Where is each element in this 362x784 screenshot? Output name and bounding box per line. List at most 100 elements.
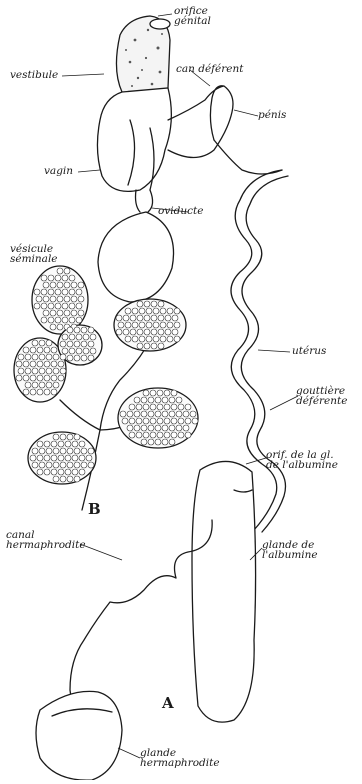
vesicle-cell xyxy=(176,397,182,403)
vas-deferens xyxy=(168,86,233,158)
vesicle-cell xyxy=(129,404,135,410)
vesicle-cell xyxy=(148,411,154,417)
vesicle-cell xyxy=(165,329,171,335)
vesicle-cell xyxy=(157,432,163,438)
vesicle-cell xyxy=(116,329,122,335)
vesicle-cell xyxy=(50,310,56,316)
vesicle-cell xyxy=(81,327,87,333)
vesicle-cell xyxy=(143,418,149,424)
vesicle-cell xyxy=(53,476,59,482)
vesicle-cell xyxy=(30,455,36,461)
vesicle-cell xyxy=(164,418,170,424)
vesicle-cell xyxy=(118,322,124,328)
vesicle-cell xyxy=(41,289,47,295)
vesicle-cell xyxy=(164,432,170,438)
vesicle-cell xyxy=(67,341,73,347)
vesicle-cell xyxy=(48,275,54,281)
vesicle-cell xyxy=(65,469,71,475)
label-glande-hermaphrodite: glande hermaphrodite xyxy=(140,748,220,768)
vesicle-cell xyxy=(169,439,175,445)
vesicle-cell xyxy=(144,329,150,335)
vesicle-cell xyxy=(30,361,36,367)
vesicle-cell xyxy=(134,425,140,431)
vesicle-cell xyxy=(139,336,145,342)
vesicle-cell xyxy=(141,397,147,403)
vesicle-cell xyxy=(137,343,143,349)
vesicle-cell xyxy=(160,336,166,342)
vesicle-cell xyxy=(146,322,152,328)
panel-letter-a: A xyxy=(162,694,174,712)
vesicle-cell xyxy=(143,404,149,410)
vesicle-cell xyxy=(39,340,45,346)
vesicle-cell xyxy=(162,411,168,417)
vesicle-cell xyxy=(88,448,94,454)
vesicle-cell xyxy=(60,476,66,482)
vesicle-cell xyxy=(88,355,94,361)
vesicle-cell xyxy=(37,361,43,367)
vesicle-cell xyxy=(134,411,140,417)
vesicle-cell xyxy=(51,441,57,447)
vesicle-cell xyxy=(144,301,150,307)
vesicle-cell xyxy=(125,322,131,328)
vesicle-cell xyxy=(25,368,31,374)
vesicle-cell xyxy=(78,296,84,302)
vesicle-cell xyxy=(64,310,70,316)
vesicle-cell xyxy=(34,289,40,295)
vesicle-cell xyxy=(83,334,89,340)
vesicle-cell xyxy=(25,354,31,360)
label-vesicule-seminale: vésicule séminale xyxy=(10,244,58,264)
vesicle-cell xyxy=(153,308,159,314)
vesicle-cell xyxy=(37,389,43,395)
vesicle-cell xyxy=(81,462,87,468)
vesicle-cell xyxy=(123,315,129,321)
vesicle-cell xyxy=(76,289,82,295)
label-canal-hermaphrodite: canal hermaphrodite xyxy=(6,530,86,550)
vesicle-cell xyxy=(32,340,38,346)
vesicle-cell xyxy=(57,296,63,302)
vesicle-cell xyxy=(148,439,154,445)
vesicle-cell xyxy=(30,389,36,395)
vesicle-cell xyxy=(37,375,43,381)
vesicle-cell xyxy=(55,317,61,323)
oviduct xyxy=(136,190,153,212)
vesicle-cell xyxy=(81,341,87,347)
vesicle-cell xyxy=(150,390,156,396)
vesicle-cell xyxy=(43,296,49,302)
vesicle-cell xyxy=(30,347,36,353)
vesicle-cell xyxy=(74,327,80,333)
vesicle-cell xyxy=(160,308,166,314)
vesicle-cell xyxy=(62,334,68,340)
vesicle-cell xyxy=(88,341,94,347)
vesicle-cell xyxy=(32,368,38,374)
vesicle-cell xyxy=(72,441,78,447)
vesicle-cell xyxy=(158,301,164,307)
vesicle-cell xyxy=(174,336,180,342)
vesicle-cell xyxy=(51,389,57,395)
vesicle-cell xyxy=(67,434,73,440)
vesicle-cell xyxy=(41,317,47,323)
vesicle-cell xyxy=(137,301,143,307)
vesicle-cell xyxy=(53,448,59,454)
vesicle-cell xyxy=(44,469,50,475)
vesicle-cell xyxy=(60,341,66,347)
vesicle-cell xyxy=(79,469,85,475)
vesicle-cell xyxy=(74,448,80,454)
vesicle-cell xyxy=(146,336,152,342)
vesicle-cell xyxy=(160,322,166,328)
vesicle-cell xyxy=(36,296,42,302)
vesicle-cell xyxy=(46,382,52,388)
vesicle-cell xyxy=(78,282,84,288)
vesicle-cell xyxy=(23,389,29,395)
vesicle-cell xyxy=(143,390,149,396)
vesicle-cell xyxy=(71,296,77,302)
vesicle-cell xyxy=(157,418,163,424)
vesicle-cell xyxy=(136,418,142,424)
vesicle-cell xyxy=(157,390,163,396)
vesicle-cell xyxy=(155,411,161,417)
vesicle-cell xyxy=(60,368,66,374)
spermatheca xyxy=(98,212,174,302)
vesicle-cell xyxy=(125,308,131,314)
vesicle-cell xyxy=(53,354,59,360)
label-penis: pénis xyxy=(258,110,286,120)
vesicle-cell xyxy=(150,418,156,424)
